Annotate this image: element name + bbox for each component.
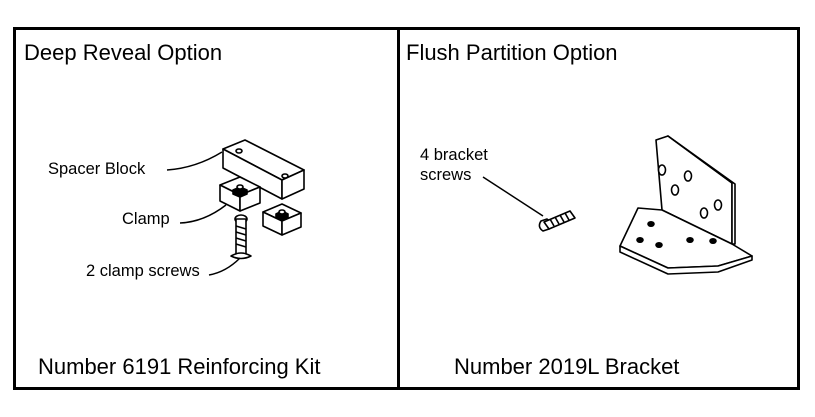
clamp-illustration bbox=[219, 176, 261, 212]
spacer-block-label: Spacer Block bbox=[48, 160, 146, 178]
right-panel-title: Flush Partition Option bbox=[406, 40, 618, 65]
bracket-screws-leader-line bbox=[482, 176, 544, 217]
bracket-screws-label-line1: 4 bracket bbox=[420, 146, 488, 164]
diagram-frame bbox=[13, 27, 800, 390]
bracket-screws-label-line2: screws bbox=[420, 166, 472, 184]
right-panel-caption: Number 2019L Bracket bbox=[454, 354, 680, 379]
bracket-illustration bbox=[619, 135, 753, 275]
clamp-screw-illustration bbox=[230, 214, 252, 260]
clamp-screws-label: 2 clamp screws bbox=[86, 262, 200, 280]
left-panel-caption: Number 6191 Reinforcing Kit bbox=[38, 354, 321, 379]
clamp-label: Clamp bbox=[122, 210, 170, 228]
left-panel-title: Deep Reveal Option bbox=[24, 40, 223, 65]
panel-divider bbox=[397, 27, 400, 390]
left-leader-lines bbox=[166, 151, 241, 276]
spacer-block-illustration bbox=[222, 139, 305, 200]
bracket-screw-illustration bbox=[538, 210, 576, 232]
clamp-illustration-2 bbox=[262, 203, 302, 236]
